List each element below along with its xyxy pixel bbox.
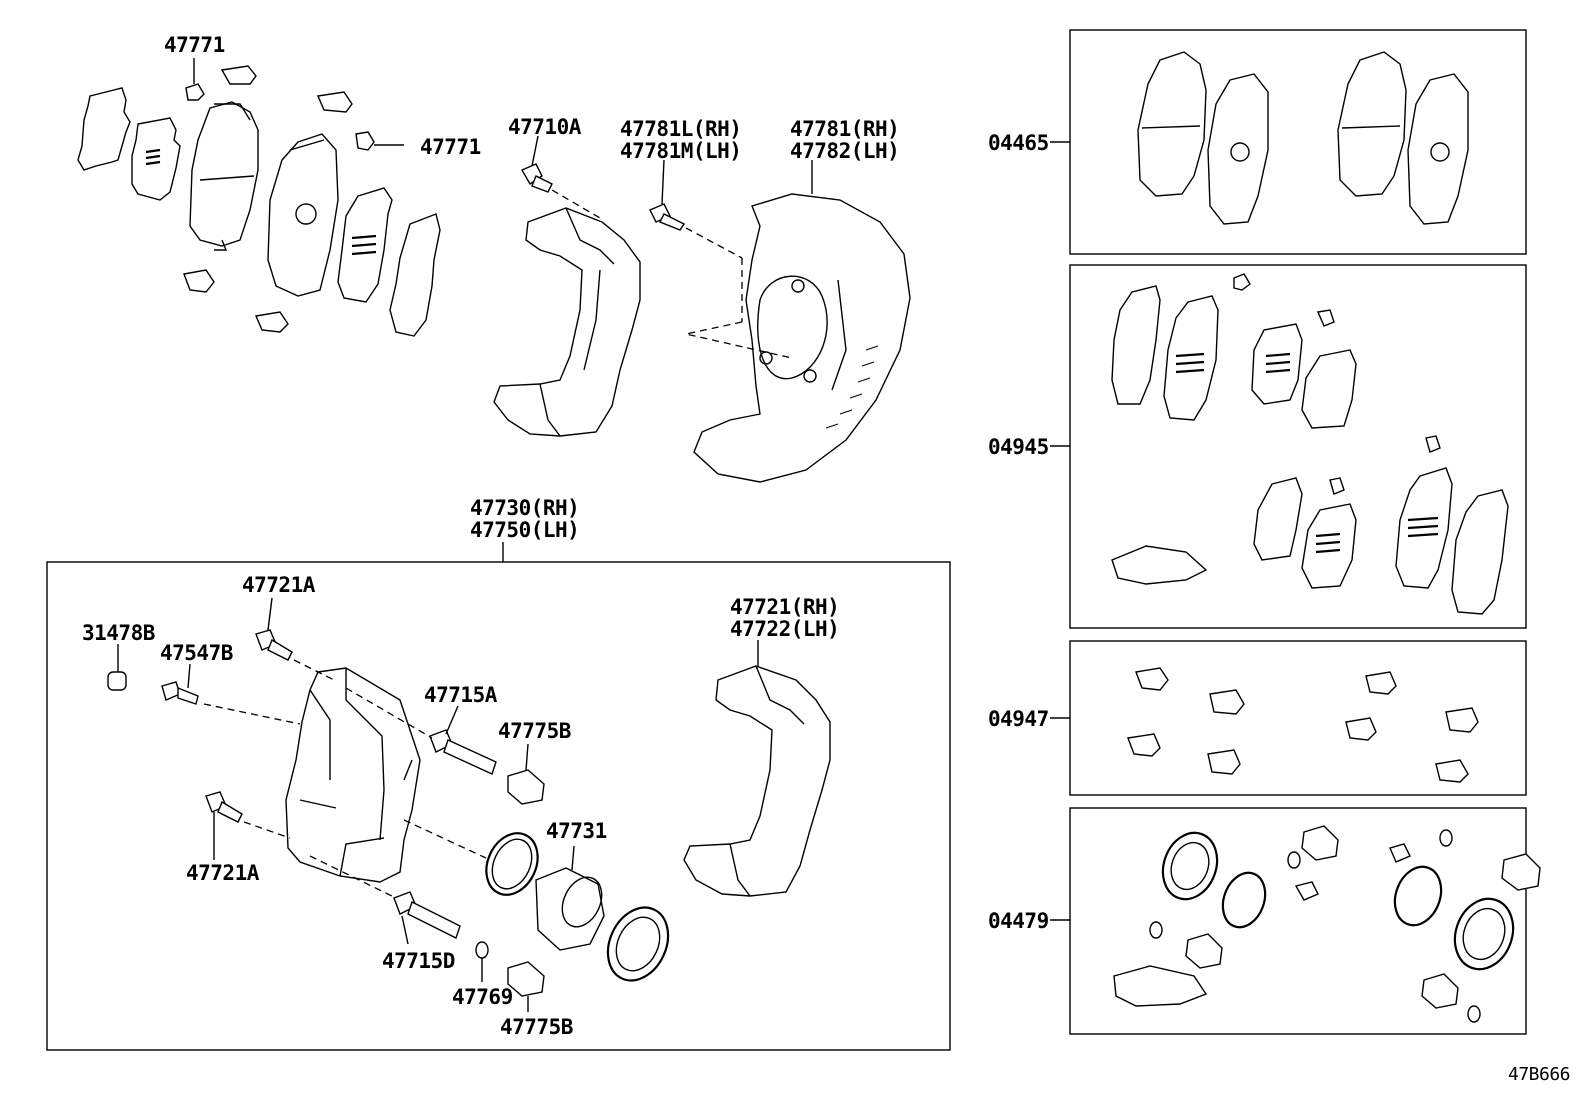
illustration-code: 47B666 [1508,1064,1571,1085]
label-47781m-lh: 47781M(LH) [620,139,742,163]
label-47771-top: 47771 [164,33,225,57]
label-47710a: 47710A [508,115,581,139]
label-47771-side: 47771 [420,135,481,159]
label-47721-rh: 47721(RH) [730,595,840,619]
caliper-body-illustration [285,667,421,883]
label-47715d: 47715D [382,949,455,973]
label-kit-04465: 04465 [988,131,1049,155]
label-47775b-bottom: 47775B [500,1015,573,1039]
label-47781l-rh: 47781L(RH) [620,117,742,141]
kit-04479-box [1069,807,1527,1035]
label-47782-lh: 47782(LH) [790,139,900,163]
caliper-assembly-box [46,561,951,1051]
label-47722-lh: 47722(LH) [730,617,840,641]
label-47721a-top: 47721A [242,573,315,597]
kit-04479-seals-illustration [1113,825,1541,1023]
kit-04947-clips-illustration [1127,667,1479,783]
label-47781-rh: 47781(RH) [790,117,900,141]
label-47715a: 47715A [424,683,497,707]
caliper-small-parts-illustration [107,597,670,1012]
label-47547b: 47547B [160,641,233,665]
label-47769: 47769 [452,985,513,1009]
label-47775b-top: 47775B [498,719,571,743]
label-47750-lh: 47750(LH) [470,518,580,542]
label-kit-04479: 04479 [988,909,1049,933]
label-kit-04945: 04945 [988,435,1049,459]
kit-04945-shims-illustration [1111,273,1509,615]
label-47730-rh: 47730(RH) [470,496,580,520]
pad-set-illustration [77,58,441,337]
label-31478b: 31478B [82,621,155,645]
label-47721a-bottom: 47721A [186,861,259,885]
kit-04465-pads-illustration [1137,51,1469,225]
torque-plate-top-illustration [493,135,641,437]
torque-plate-bottom-illustration [683,640,831,897]
label-47731: 47731 [546,819,607,843]
dust-cover-illustration [649,159,911,483]
label-kit-04947: 04947 [988,707,1049,731]
